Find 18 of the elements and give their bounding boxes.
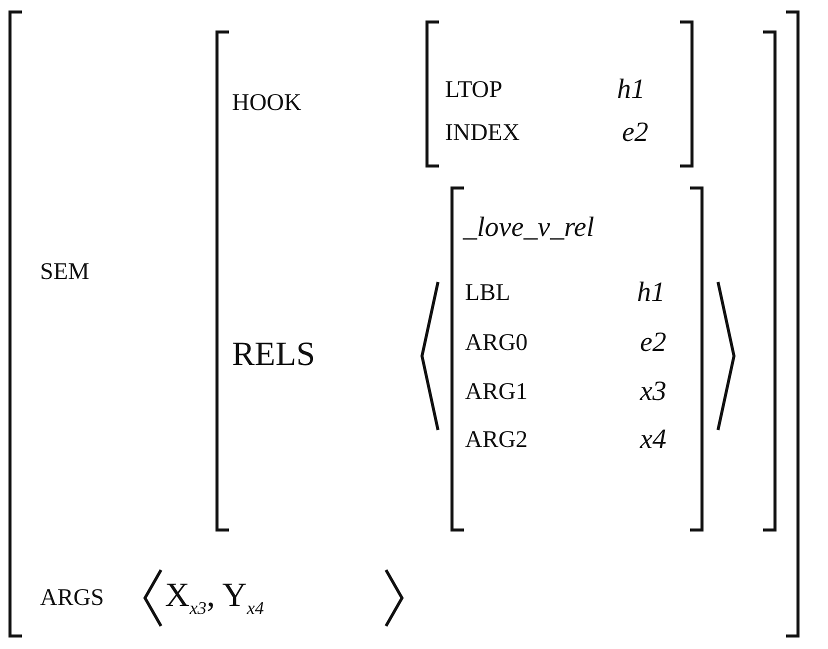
feature-value: x3: [640, 378, 666, 406]
feature-name: LBL: [465, 281, 510, 305]
feature-name: ARG2: [465, 428, 528, 452]
feature-name: INDEX: [445, 121, 520, 145]
feature-name: ARG0: [465, 331, 528, 355]
feature-value: e2: [640, 329, 666, 357]
feature-name: LTOP: [445, 78, 502, 102]
feature-name: RELS: [232, 338, 316, 372]
feature-value: h1: [637, 279, 665, 307]
feature-value: x4: [640, 426, 666, 454]
feature-name: ARGS: [40, 586, 104, 610]
feature-value: e2: [622, 119, 648, 147]
feature-name: HOOK: [232, 91, 302, 115]
feature-value: h1: [617, 76, 645, 104]
argument-list: X$_{x3}$, Y$_{x4}$: [165, 579, 264, 617]
feature-name: SEM: [40, 260, 90, 284]
relation-name: _love_v_rel: [463, 214, 594, 242]
feature-name: ARG1: [465, 380, 528, 404]
